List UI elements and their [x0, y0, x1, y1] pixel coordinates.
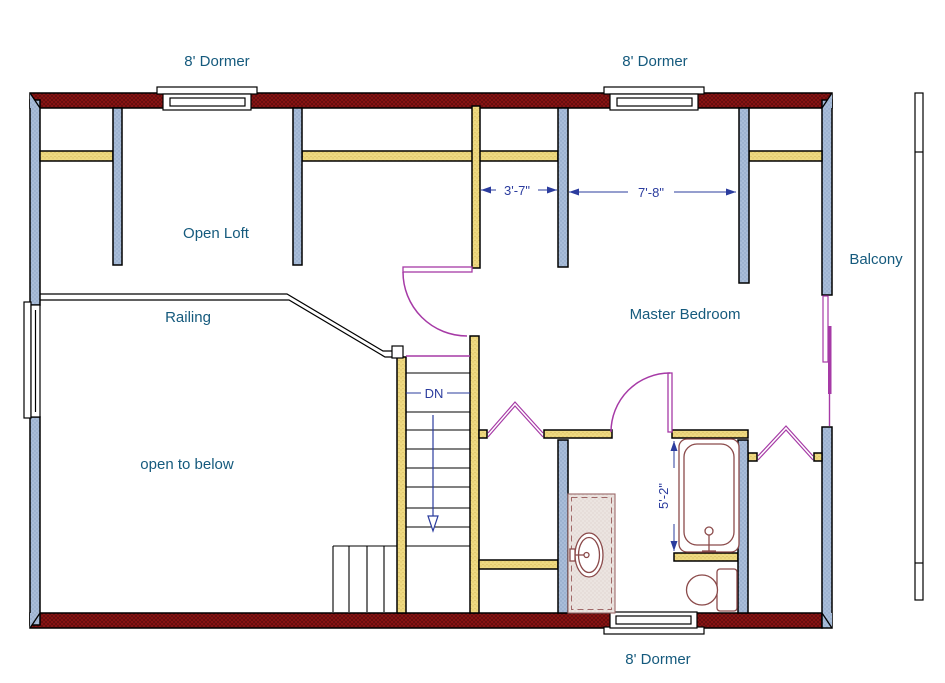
dimension-bathtub-length: 5'-2" [656, 441, 678, 551]
balcony-railing [914, 92, 924, 601]
closet-door-right [757, 425, 814, 461]
bearing-wall-loft-2 [292, 107, 303, 266]
left-wall-window [23, 301, 41, 419]
lower-stair-flight [332, 545, 397, 612]
label-master-bedroom: Master Bedroom [630, 306, 741, 323]
bearing-walls [112, 107, 750, 614]
dimension-bedroom-opening-label: 7'-8" [638, 185, 664, 200]
partition-wall-stair-upper [471, 105, 481, 269]
dimension-loft-opening: 3'-7" [481, 183, 557, 198]
toilet [685, 568, 738, 612]
partition-wall-stair-right [469, 335, 480, 614]
partition-wall-tub-bottom [673, 552, 739, 562]
label-open-to-below: open to below [140, 456, 234, 473]
partition-wall-bath-top-right [671, 429, 749, 439]
label-dormer-bottom: 8' Dormer [625, 651, 690, 668]
exterior-wall-bottom [29, 612, 823, 629]
doors [402, 266, 832, 461]
bearing-wall-bedroom-2 [738, 107, 750, 284]
partition-wall-stair-left [396, 356, 407, 614]
sink-vanity [567, 493, 616, 614]
partition-wall-bedroom-right [748, 150, 823, 162]
exterior-wall-top [29, 92, 833, 109]
loft-railing [40, 293, 404, 359]
label-dormer-top-left: 8' Dormer [184, 53, 249, 70]
door-bathroom [610, 372, 673, 433]
label-dormer-top-right: 8' Dormer [622, 53, 687, 70]
stair-treads [406, 372, 470, 547]
label-open-loft: Open Loft [183, 225, 250, 242]
stair-direction-label: DN [425, 386, 444, 401]
partition-stub-closet-right-b [813, 452, 823, 462]
bearing-wall-bedroom-1 [557, 107, 569, 268]
sliding-door-balcony [822, 295, 832, 426]
partition-wall-bath-top-left [543, 429, 613, 439]
partition-stub-closet-left [478, 429, 488, 439]
partition-wall-loft-mid [301, 150, 559, 162]
bearing-wall-bath-left [557, 439, 569, 614]
bearing-wall-loft-1 [112, 107, 123, 266]
label-railing: Railing [165, 309, 211, 326]
exterior-wall-right-lower [821, 426, 833, 629]
exterior-wall-right-upper [821, 99, 833, 296]
partition-stub-closet-right-a [747, 452, 758, 462]
dimension-loft-opening-label: 3'-7" [504, 183, 530, 198]
room-labels: 8' Dormer 8' Dormer 8' Dormer Open Loft … [140, 53, 903, 668]
closet-door-left [487, 401, 544, 438]
exterior-wall-left-upper [29, 99, 41, 306]
door-stair-landing [402, 266, 473, 337]
bathroom-fixtures [567, 438, 740, 614]
bathtub [678, 438, 740, 553]
dormer-window-top-right [603, 86, 705, 111]
dormer-window-bottom [603, 611, 705, 635]
staircase: DN [332, 355, 470, 612]
dormer-window-top-left [156, 86, 258, 111]
stair-down-arrow [427, 415, 439, 533]
dimension-bedroom-opening: 7'-8" [569, 185, 736, 200]
stair-dn-callout: DN [406, 386, 470, 401]
exterior-wall-left-lower [29, 416, 41, 626]
newel-post [391, 345, 404, 359]
corner-miters [29, 92, 833, 629]
partition-wall-loft-left [39, 150, 114, 162]
partition-wall-closet-bottom [478, 559, 559, 570]
label-balcony: Balcony [849, 251, 903, 268]
dimension-bathtub-length-label: 5'-2" [656, 483, 671, 509]
